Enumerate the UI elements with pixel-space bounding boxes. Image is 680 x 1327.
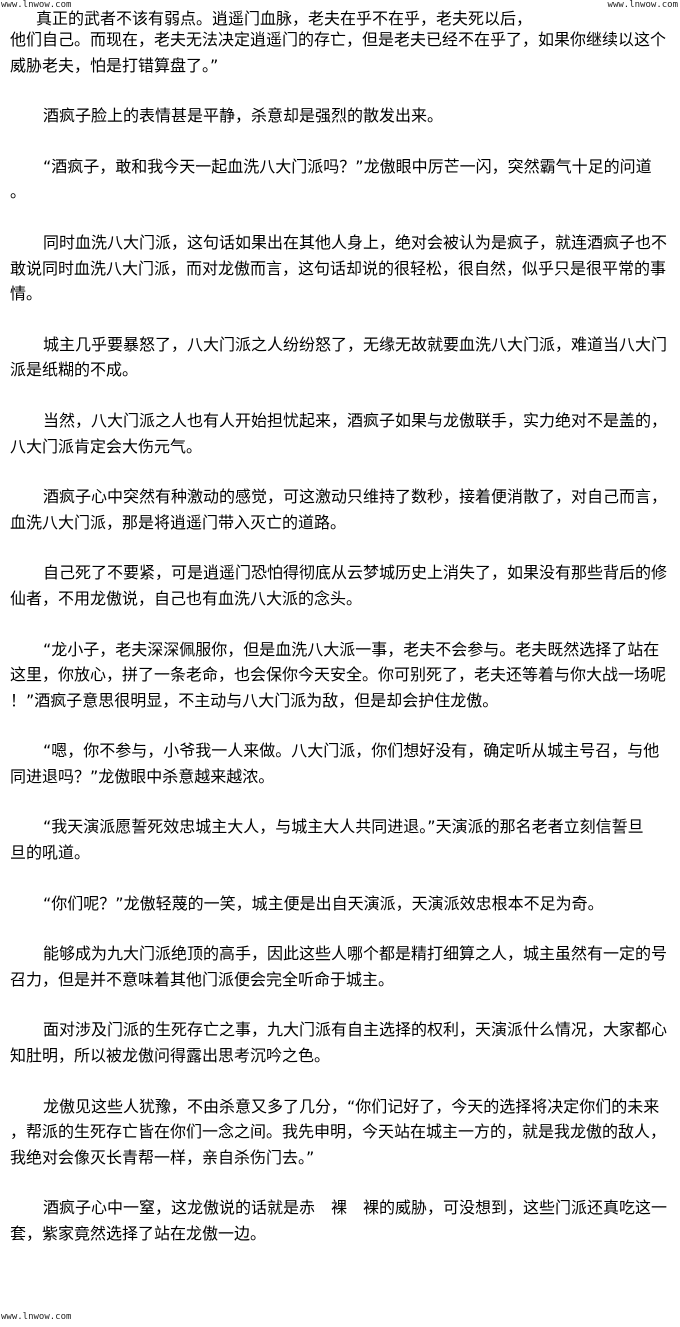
text-line: “龙小子，老夫深深佩服你，但是血洗八大派一事，老夫不会参与。老夫既然选择了站在 [43,639,660,659]
paragraph: 酒疯子心中一窒，这龙傲说的话就是赤 裸 裸的威胁，可没想到，这些门派还真吃这一套… [10,1195,675,1246]
watermark-top-left: www.lnwow.com [1,0,72,10]
text-line: 派是纸糊的不成。 [10,360,139,380]
paragraph: 龙傲见这些人犹豫，不由杀意又多了几分，“你们记好了，今天的选择将决定你们的未来 ，… [10,1094,675,1171]
text-line: 旦的吼道。 [10,843,91,863]
text-line: 。 [10,182,27,202]
text-line: 仙者，不用龙傲说，自己也有血洗八大派的念头。 [10,588,363,608]
paragraph: “我天演派愿誓死效忠城主大人，与城主大人共同进退。”天演派的那名老者立刻信誓旦旦… [10,814,675,865]
watermark-top-right: www.lnwow.com [607,0,678,10]
text-line: 血洗八大门派，那是将逍遥门带入灭亡的道路。 [10,512,347,532]
text-line: 酒疯子脸上的表情甚是平静，杀意却是强烈的散发出来。 [43,106,444,126]
text-line: 当然，八大门派之人也有人开始担忧起来，酒疯子如果与龙傲联手，实力绝对不是盖的， [43,410,668,430]
text-line: 八大门派肯定会大伤元气。 [10,436,203,456]
text-line: 同进退吗？”龙傲眼中杀意越来越浓。 [10,766,275,786]
watermark-bottom-left: www.lnwow.com [1,1312,72,1322]
text-line: 自己死了不要紧，可是逍遥门恐怕得彻底从云梦城历史上消失了，如果没有那些背后的修 [43,563,668,583]
paragraph: 真正的武者不该有弱点。逍遥门血脉，老夫在乎不在乎，老夫死以后， 他们自己。而现在，… [10,11,675,78]
text-line: 能够成为九大门派绝顶的高手，因此这些人哪个都是精打细算之人，城主虽然有一定的号 [43,944,668,964]
paragraph: 酒疯子脸上的表情甚是平静，杀意却是强烈的散发出来。 [10,103,675,129]
text-line: 召力，但是并不意味着其他门派便会完全听命于城主。 [10,969,395,989]
text-line: 知肚明，所以被龙傲问得露出思考沉吟之色。 [10,1046,331,1066]
text-line: ，帮派的生死存亡皆在你们一念之间。我先申明，今天站在城主一方的，就是我龙傲的敌人… [10,1122,667,1142]
text-line: 同时血洗八大门派，这句话如果出在其他人身上，绝对会被认为是疯子，就连酒疯子也不 [43,232,668,252]
text-line: “嗯，你不参与，小爷我一人来做。八大门派，你们想好没有，确定听从城主号召，与他 [43,741,660,761]
paragraph: 酒疯子心中突然有种激动的感觉，可这激动只维持了数秒，接着便消散了，对自己而言， 血… [10,484,675,535]
paragraph: 自己死了不要紧，可是逍遥门恐怕得彻底从云梦城历史上消失了，如果没有那些背后的修仙… [10,560,675,611]
paragraph: 当然，八大门派之人也有人开始担忧起来，酒疯子如果与龙傲联手，实力绝对不是盖的， 八… [10,408,675,459]
text-line: 龙傲见这些人犹豫，不由杀意又多了几分，“你们记好了，今天的选择将决定你们的未来 [43,1096,660,1116]
text-line: 真正的武者不该有弱点。逍遥门血脉，老夫在乎不在乎，老夫死以后， [36,9,533,28]
text-line: 情。 [10,284,43,304]
text-line: 城主几乎要暴怒了，八大门派之人纷纷怒了，无缘无故就要血洗八大门派，难道当八大门 [43,334,668,354]
text-line: 酒疯子心中突然有种激动的感觉，可这激动只维持了数秒，接着便消散了，对自己而言， [43,487,668,507]
text-line: “你们呢？”龙傲轻蔑的一笑，城主便是出自天演派，天演派效忠根本不足为奇。 [43,893,604,913]
paragraph: “嗯，你不参与，小爷我一人来做。八大门派，你们想好没有，确定听从城主号召，与他同… [10,738,675,789]
text-line: 面对涉及门派的生死存亡之事，九大门派有自主选择的权利，天演派什么情况，大家都心 [43,1020,668,1040]
paragraph: 能够成为九大门派绝顶的高手，因此这些人哪个都是精打细算之人，城主虽然有一定的号召… [10,941,675,992]
article-body: 真正的武者不该有弱点。逍遥门血脉，老夫在乎不在乎，老夫死以后， 他们自己。而现在，… [10,0,675,1272]
text-line: “我天演派愿誓死效忠城主大人，与城主大人共同进退。”天演派的那名老者立刻信誓旦 [43,817,644,837]
text-line: ！”酒疯子意思很明显，不主动与八大门派为敌，但是却会护住龙傲。 [10,690,499,710]
paragraph: 城主几乎要暴怒了，八大门派之人纷纷怒了，无缘无故就要血洗八大门派，难道当八大门派… [10,332,675,383]
text-line: “酒疯子，敢和我今天一起血洗八大门派吗？”龙傲眼中厉芒一闪，突然霸气十足的问道 [43,156,652,176]
text-line: 这里，你放心，拼了一条老命，也会保你今天安全。你可别死了，老夫还等着与你大战一场… [10,665,667,685]
text-line: 套，紫家竟然选择了站在龙傲一边。 [10,1224,267,1243]
paragraph: “龙小子，老夫深深佩服你，但是血洗八大派一事，老夫不会参与。老夫既然选择了站在这… [10,637,675,714]
text-line: 我绝对会像灭长青帮一样，亲自杀伤门去。” [10,1147,315,1167]
paragraph: “你们呢？”龙傲轻蔑的一笑，城主便是出自天演派，天演派效忠根本不足为奇。 [10,891,675,917]
text-line: 他们自己。而现在，老夫无法决定逍遥门的存亡，但是老夫已经不在乎了，如果你继续以这… [10,30,667,49]
paragraph: “酒疯子，敢和我今天一起血洗八大门派吗？”龙傲眼中厉芒一闪，突然霸气十足的问道。 [10,154,675,205]
text-line: 敢说同时血洗八大门派，而对龙傲而言，这句话却说的很轻松，很自然，似乎只是很平常的… [10,258,667,278]
paragraph: 面对涉及门派的生死存亡之事，九大门派有自主选择的权利，天演派什么情况，大家都心知… [10,1017,675,1068]
paragraph: 同时血洗八大门派，这句话如果出在其他人身上，绝对会被认为是疯子，就连酒疯子也不敢… [10,230,675,307]
text-line: 威胁老夫，怕是打错算盘了。” [10,55,219,75]
text-line: 酒疯子心中一窒，这龙傲说的话就是赤 裸 裸的威胁，可没想到，这些门派还真吃这一 [43,1198,668,1218]
